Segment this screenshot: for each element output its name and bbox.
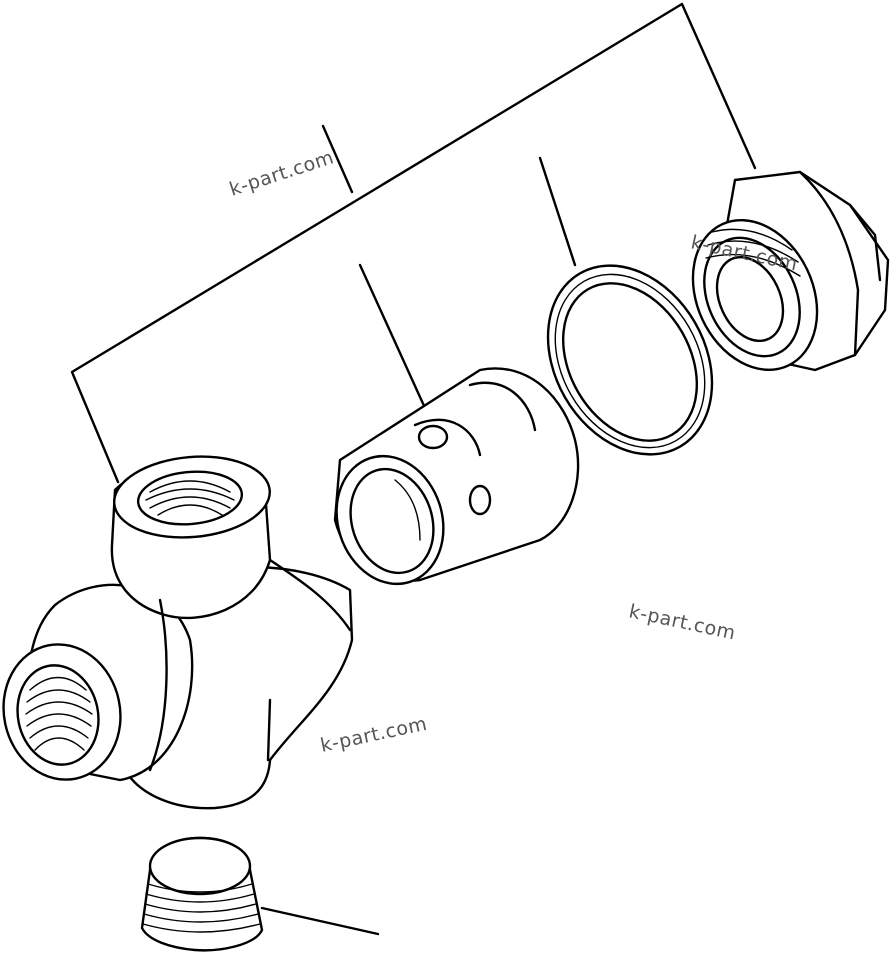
watermark-text: k-part.com	[318, 713, 429, 757]
valve-body	[2, 455, 354, 810]
watermark-text: k-part.com	[227, 146, 337, 200]
hex-plug	[691, 170, 890, 372]
pipe-plug	[140, 836, 264, 952]
watermark-text: k-part.com	[627, 600, 738, 644]
assembly-bracket-lines	[70, 2, 757, 936]
valve-cartridge	[333, 367, 580, 586]
o-ring	[546, 264, 714, 456]
